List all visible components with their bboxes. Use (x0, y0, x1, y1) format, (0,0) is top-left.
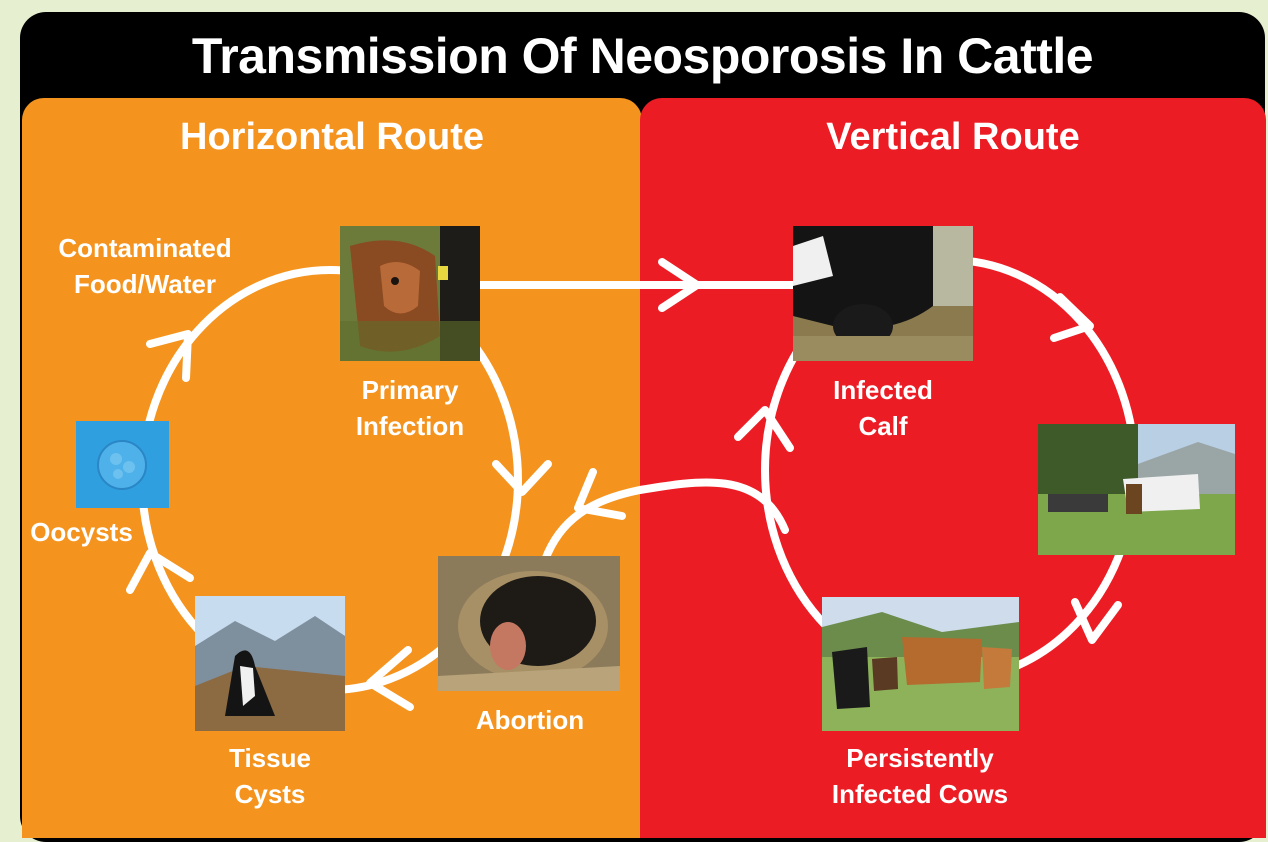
contaminated-food-water-label: Contaminated Food/Water (58, 233, 232, 299)
calf-to-second-arrowhead (1050, 293, 1094, 342)
abortion-to-tissue-arrowhead (366, 646, 414, 711)
primary-infection-photo (340, 226, 480, 361)
cows-pasture-photo (1038, 424, 1235, 555)
oocysts-photo (76, 421, 169, 508)
oocysts-label: Oocysts (30, 517, 133, 547)
tissue-cysts-label: Tissue Cysts (229, 743, 311, 809)
vertical-route-title: Vertical Route (826, 116, 1080, 158)
connector-arrowhead (658, 258, 701, 312)
persistent-cows-photo (822, 597, 1019, 731)
infected-calf-label: Infected Calf (833, 375, 933, 441)
second-to-persistent-arrowhead (1071, 598, 1122, 644)
horizontal-route-title: Horizontal Route (180, 116, 484, 158)
primary-infection-label: Primary Infection (355, 375, 465, 441)
infected-calf-photo (793, 226, 973, 361)
persistent-to-abortion-curve (541, 478, 789, 564)
primary-to-abortion-arrowhead (492, 460, 552, 496)
return-curve-arrowhead (574, 468, 626, 520)
tissue-to-oocysts-arrowhead (126, 549, 194, 594)
abortion-photo (438, 556, 620, 691)
persistently-infected-cows-label: Persistently Infected Cows (831, 743, 1009, 809)
tissue-cysts-photo (195, 596, 345, 731)
abortion-label: Abortion (475, 705, 585, 735)
persistent-to-calf-arrowhead (734, 406, 794, 452)
diagram-title: Transmission Of Neosporosis In Cattle (191, 28, 1094, 84)
oocysts-to-food-arrowhead (146, 330, 192, 382)
